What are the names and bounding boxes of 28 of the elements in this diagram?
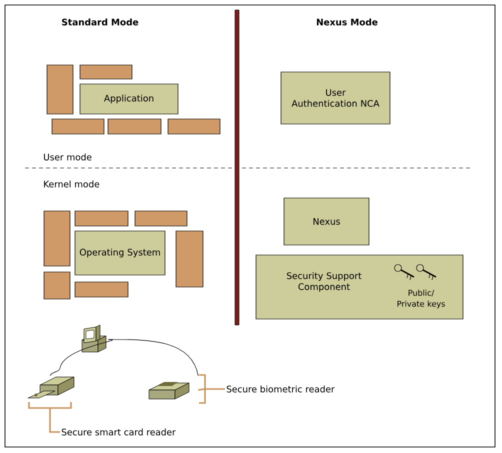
device-label: Secure biometric reader — [226, 386, 335, 392]
process-box: Application — [80, 84, 178, 114]
block — [74, 282, 128, 298]
block — [44, 272, 70, 300]
leader-line — [197, 374, 226, 404]
block — [108, 118, 162, 134]
block — [46, 64, 74, 114]
heading: Standard Mode — [62, 18, 138, 26]
heading: Nexus Mode — [316, 18, 378, 26]
block — [134, 210, 188, 226]
mode-label: Kernel mode — [44, 180, 100, 188]
picture — [148, 382, 190, 400]
block — [176, 230, 204, 288]
picture — [28, 376, 74, 398]
device-label: Secure smart card reader — [62, 428, 176, 436]
process-box: Nexus — [284, 198, 370, 246]
process-box: Operating System — [74, 230, 166, 276]
picture — [82, 324, 106, 352]
block — [168, 118, 220, 134]
mode-label: User mode — [44, 154, 92, 160]
cable — [108, 339, 198, 376]
process-box: User Authentication NCA — [280, 72, 390, 124]
block — [52, 118, 104, 134]
cable — [50, 339, 113, 376]
block — [80, 64, 132, 80]
leader-line — [28, 401, 72, 433]
block — [44, 210, 70, 266]
block — [74, 210, 128, 226]
